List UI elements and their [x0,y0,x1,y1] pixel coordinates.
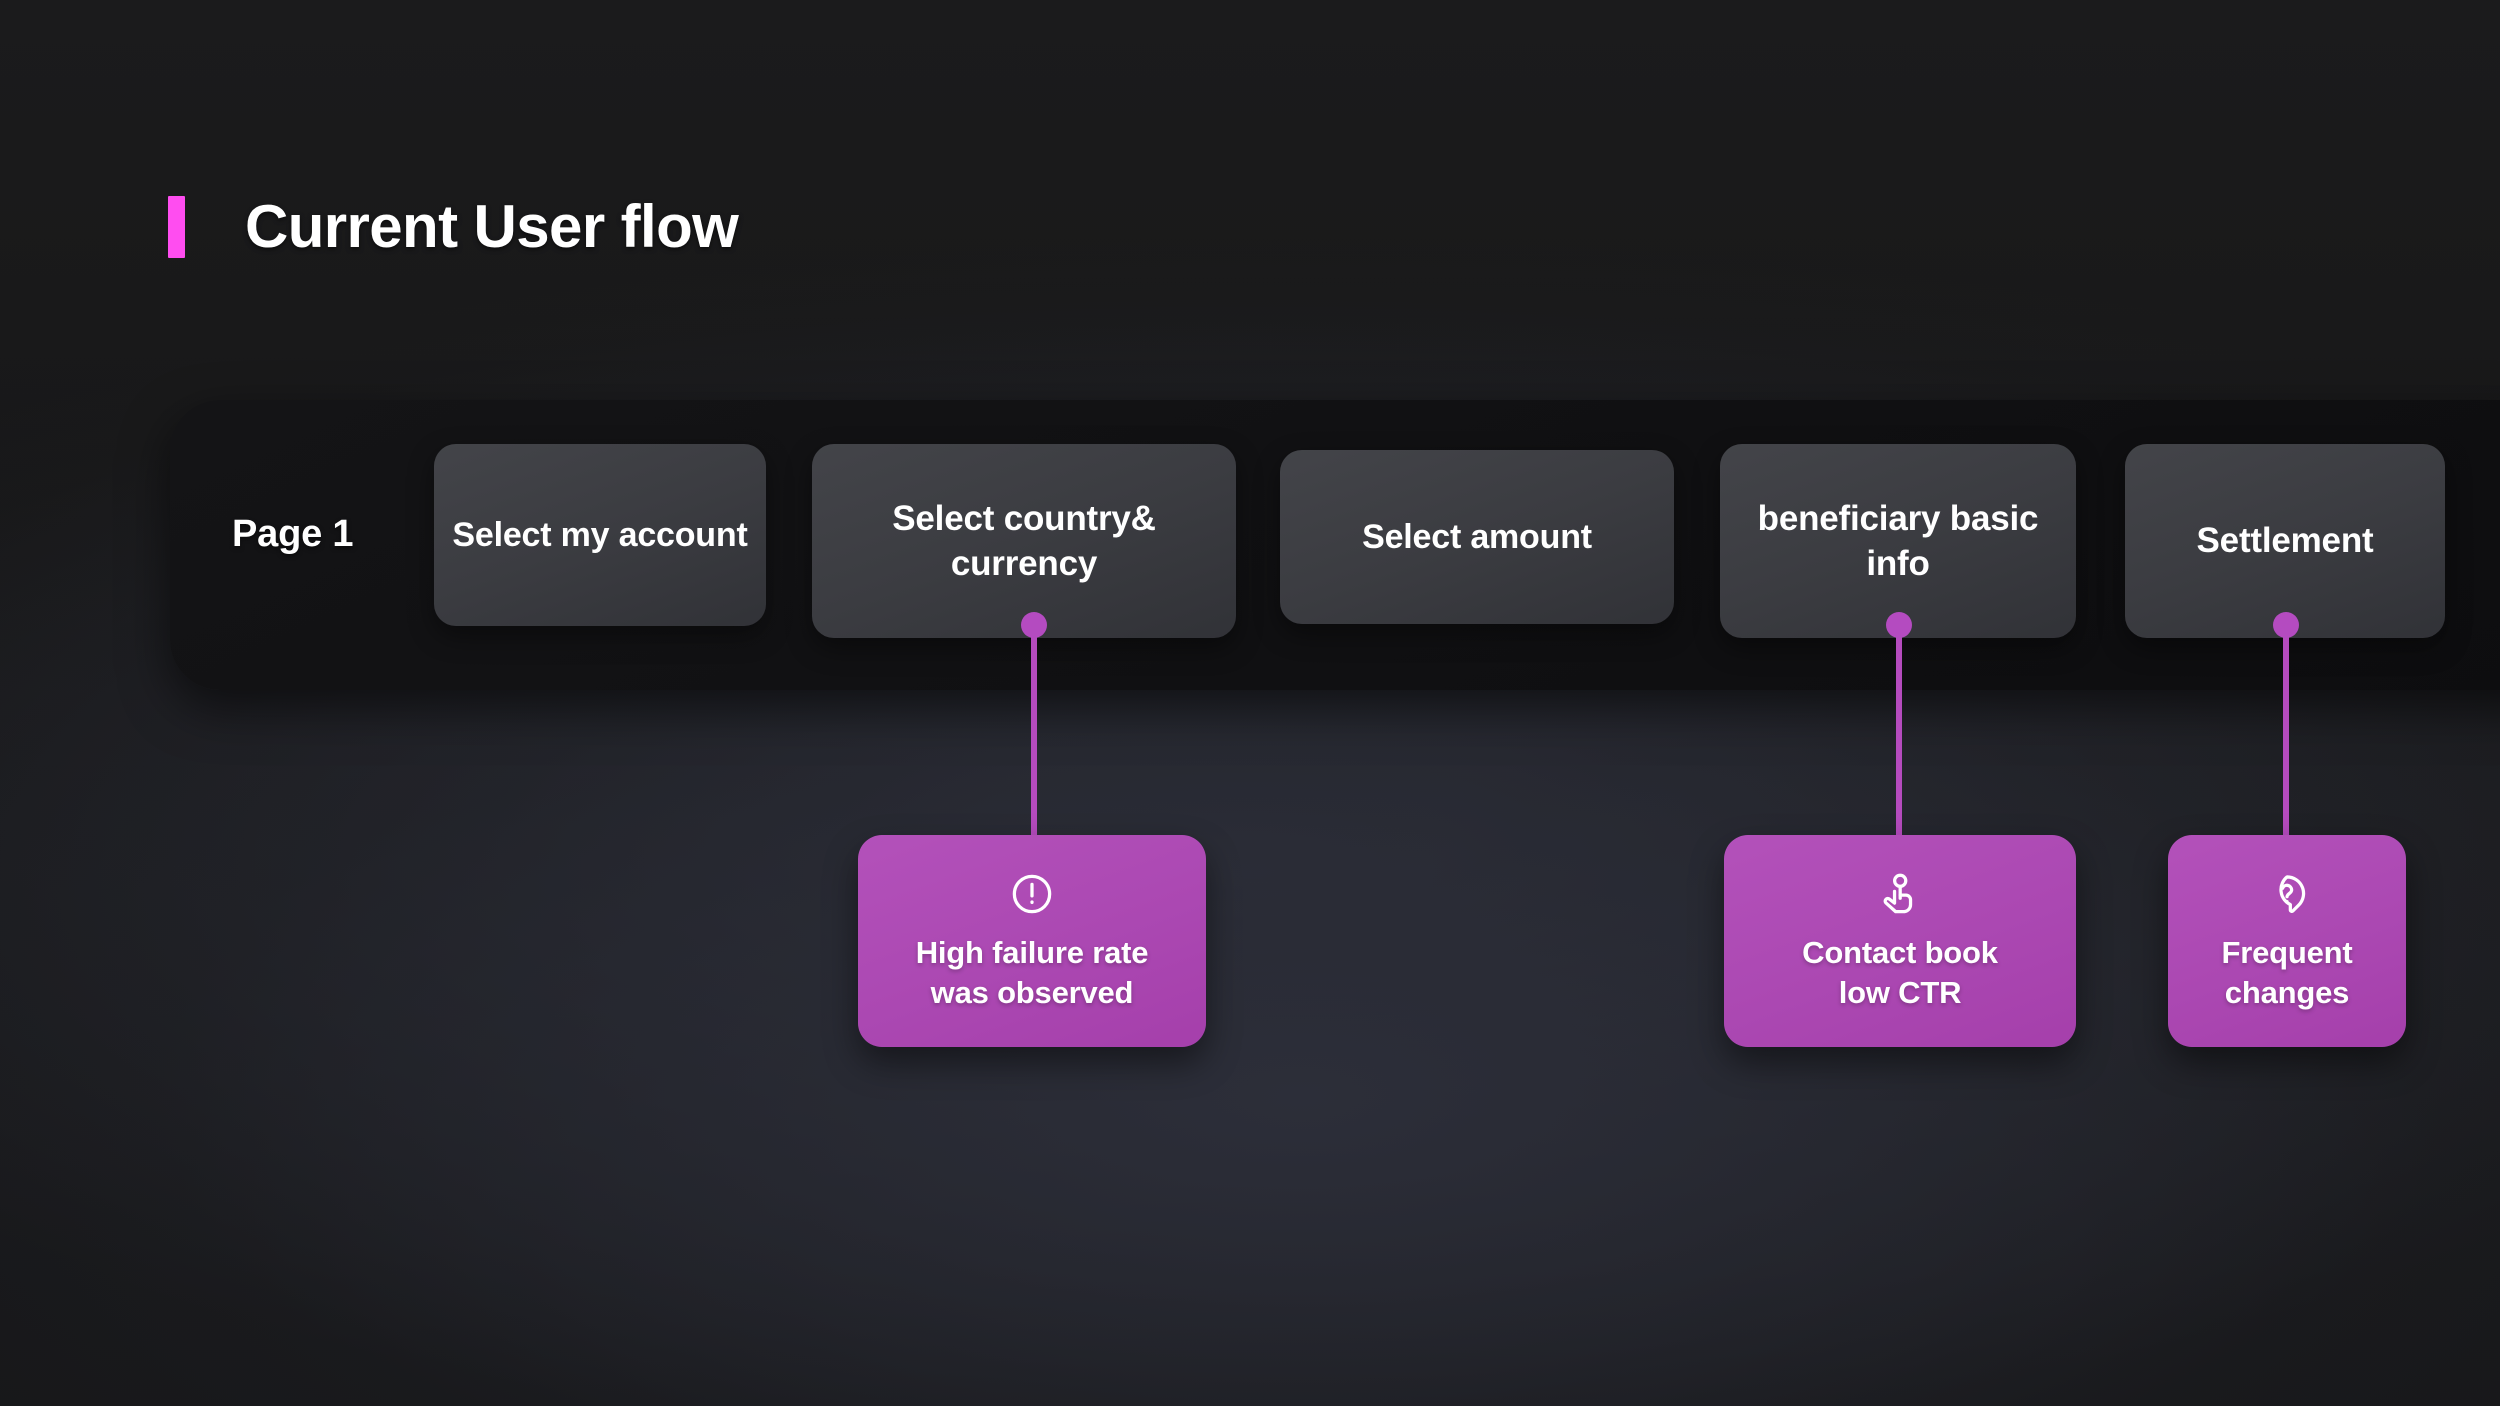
flow-step-label-5: Settlement [2196,521,2374,561]
callout-card-2[interactable]: Contact book low CTR [1724,835,2076,1047]
callout-line-3b: changes [2224,974,2350,1010]
connector-line-3 [2273,612,2299,840]
connector-line-1 [1021,612,1047,840]
accent-bar-icon [168,196,185,258]
callout-text-2: Contact book low CTR [1786,933,2014,1012]
flow-step-card-5[interactable]: Settlement [2125,444,2445,638]
question-bubble-icon [2262,869,2312,919]
callout-line-2b: low CTR [1838,974,1962,1010]
callout-card-3[interactable]: Frequent changes [2168,835,2406,1047]
callout-card-1[interactable]: High failure rate was observed [858,835,1206,1047]
callout-line-1a: High failure rate [915,935,1149,970]
callout-text-3: Frequent changes [2205,933,2368,1012]
callout-text-1: High failure rate was observed [900,933,1165,1012]
callout-line-3a: Frequent [2221,935,2353,970]
flow-step-label-3: Select amount [1362,517,1592,556]
page-title: Current User flow [245,193,739,260]
flow-step-card-1[interactable]: Select my account [434,444,766,626]
flow-step-card-2[interactable]: Select country& currency [812,444,1236,638]
callout-line-1b: was observed [930,974,1134,1010]
page-title-row: Current User flow [168,193,739,260]
flow-step-label-1: Select my account [452,515,748,554]
tap-hand-icon [1875,869,1925,919]
exclamation-circle-icon [1007,869,1057,919]
callout-line-2a: Contact book [1802,935,1998,970]
page-label: Page 1 [232,513,354,555]
connector-dot-icon-1 [1021,612,1047,638]
connector-dot-icon-2 [1886,612,1912,638]
connector-dot-icon-3 [2273,612,2299,638]
flow-step-label-4: beneficiary basic info [1757,498,2039,584]
connector-line-2 [1886,612,1912,840]
flow-step-label-2: Select country& currency [892,498,1156,584]
flow-step-card-3[interactable]: Select amount [1280,450,1674,624]
flow-step-card-4[interactable]: beneficiary basic info [1720,444,2076,638]
